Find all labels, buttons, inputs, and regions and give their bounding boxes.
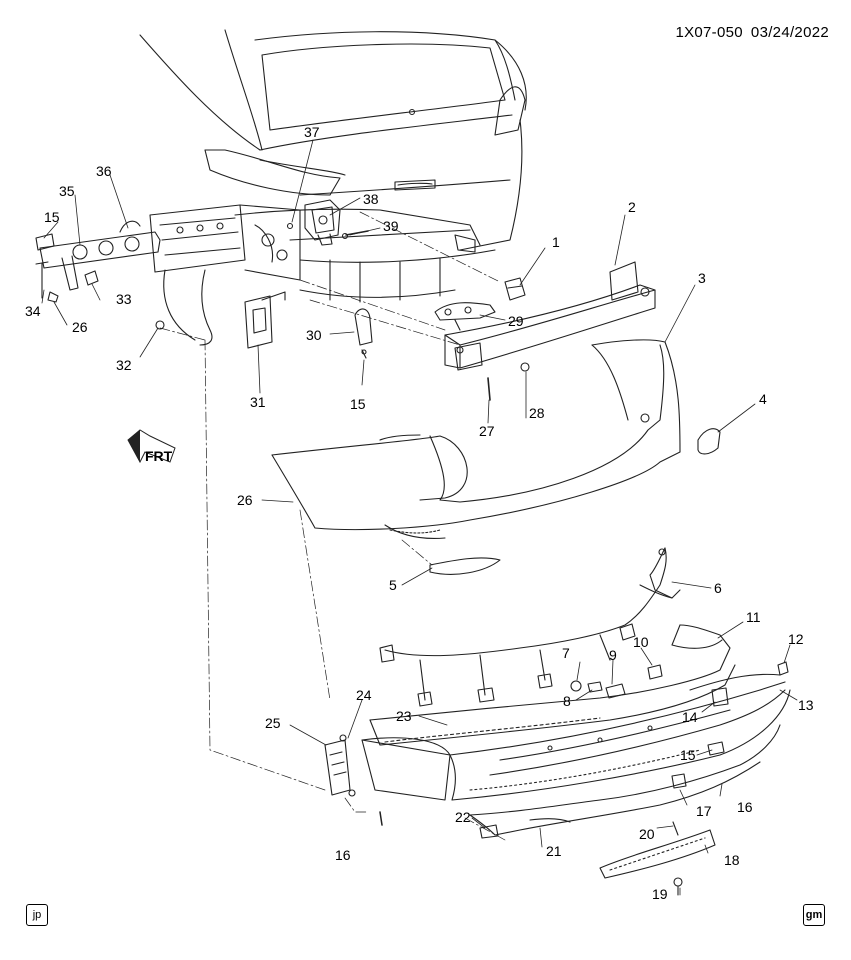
callout-6: 6 <box>714 580 722 596</box>
jp-badge-icon: jp <box>26 904 48 926</box>
callout-8: 8 <box>563 693 571 709</box>
skid-plate-17-20 <box>599 773 716 896</box>
callout-5: 5 <box>389 577 397 593</box>
callout-38: 38 <box>363 191 379 207</box>
forward-direction-arrow: FRT <box>127 429 176 464</box>
callout-15-top: 15 <box>44 209 60 225</box>
callout-21: 21 <box>546 843 562 859</box>
callout-4: 4 <box>759 391 767 407</box>
callout-37: 37 <box>304 124 320 140</box>
callout-29: 29 <box>508 313 524 329</box>
callout-33: 33 <box>116 291 132 307</box>
callout-9: 9 <box>609 647 617 663</box>
callout-3: 3 <box>698 270 706 286</box>
callout-39: 39 <box>383 218 399 234</box>
callout-13: 13 <box>798 697 814 713</box>
callout-22: 22 <box>455 809 471 825</box>
phantom-guide-lines <box>159 211 506 841</box>
leader-lines <box>41 139 798 896</box>
side-bracket-24-25 <box>324 734 383 826</box>
callout-28: 28 <box>529 405 545 421</box>
callout-labels: 1 2 3 4 5 6 7 8 9 10 11 12 13 14 15 15 1… <box>25 124 814 902</box>
callout-34: 34 <box>25 303 41 319</box>
bumper-impact-bar <box>444 261 656 401</box>
callout-10: 10 <box>633 634 649 650</box>
callout-23: 23 <box>396 708 412 724</box>
callout-26-left: 26 <box>72 319 88 335</box>
callout-25: 25 <box>265 715 281 731</box>
callout-35: 35 <box>59 183 75 199</box>
callout-24: 24 <box>356 687 372 703</box>
callout-2: 2 <box>628 199 636 215</box>
forward-label: FRT <box>145 448 173 464</box>
callout-11: 11 <box>746 609 761 625</box>
rear-bumper-fascia-upper <box>271 339 681 539</box>
callout-1: 1 <box>552 234 560 250</box>
callout-20: 20 <box>639 826 655 842</box>
part-12-clip <box>777 661 789 676</box>
callout-30: 30 <box>306 327 322 343</box>
part-4-trim <box>697 428 721 455</box>
diagram-date: 03/24/2022 <box>750 24 829 41</box>
callout-26-mid: 26 <box>237 492 253 508</box>
callout-27: 27 <box>479 423 495 439</box>
callout-7: 7 <box>562 645 570 661</box>
bracket-31-30 <box>244 291 373 359</box>
callout-15-lower: 15 <box>680 747 696 763</box>
left-bracket-assembly <box>35 220 165 330</box>
callout-16-left: 16 <box>335 847 351 863</box>
diagram-code: 1X07-050 <box>675 24 743 41</box>
callout-16-right: 16 <box>737 799 753 815</box>
part-6-wiring-harness <box>379 547 681 707</box>
callout-12: 12 <box>788 631 804 647</box>
callout-18: 18 <box>724 852 740 868</box>
callout-15-mid: 15 <box>350 396 366 412</box>
callout-36: 36 <box>96 163 112 179</box>
vehicle-rear-body <box>139 29 527 346</box>
callout-32: 32 <box>116 357 132 373</box>
part-5-reflector <box>429 557 501 575</box>
callout-14: 14 <box>682 709 698 725</box>
callout-17: 17 <box>696 803 712 819</box>
gm-logo-icon: gm <box>803 904 825 926</box>
diagram-header: 1X07-050 03/24/2022 <box>667 24 829 41</box>
lower-bumper-cover <box>361 681 791 839</box>
lower-fascia-11-13 <box>369 624 781 746</box>
part-1-and-29-brackets <box>434 277 526 331</box>
callout-19: 19 <box>652 886 668 902</box>
sensors-7-10 <box>570 664 663 699</box>
callout-31: 31 <box>250 394 266 410</box>
